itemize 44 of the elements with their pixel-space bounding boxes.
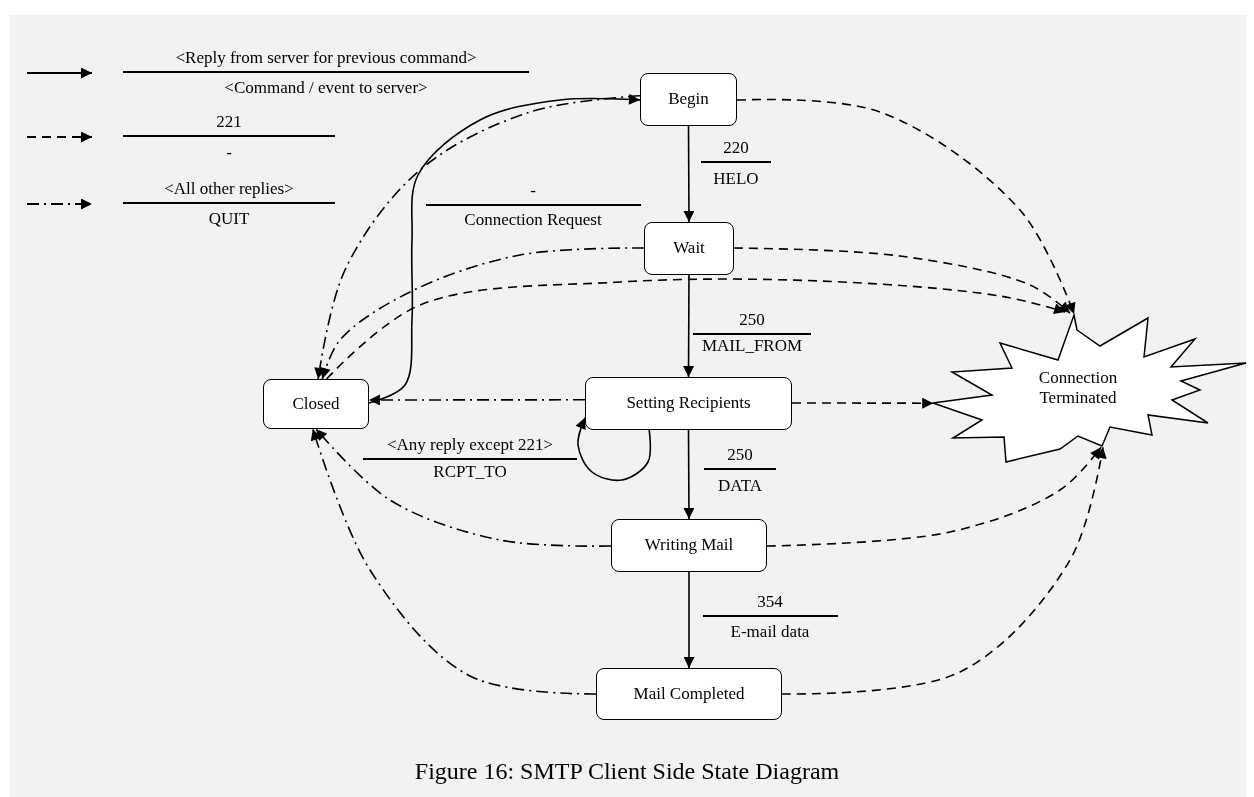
state-name: Mail Completed bbox=[633, 683, 745, 705]
action-label: RCPT_TO bbox=[432, 462, 508, 482]
edge-label: <Any reply except 221> bbox=[363, 435, 577, 460]
starburst-state bbox=[930, 312, 1248, 464]
self-loop-arrow bbox=[575, 417, 652, 482]
state-name: Begin bbox=[668, 89, 709, 110]
action-label: DATA bbox=[717, 476, 763, 496]
transition-arrow bbox=[736, 98, 1076, 315]
transition-arrow bbox=[683, 125, 695, 223]
state-box bbox=[611, 519, 767, 572]
transition-arrow bbox=[368, 93, 641, 404]
transition-arrow bbox=[766, 446, 1102, 547]
state-name: Closed bbox=[292, 393, 340, 415]
state-name: Writing Mail bbox=[644, 535, 734, 556]
action-label: MAIL_FROM bbox=[700, 336, 804, 356]
transition-arrow bbox=[683, 571, 695, 669]
transition-arrow bbox=[683, 274, 695, 378]
action-label: Connection Request bbox=[463, 210, 603, 230]
figure-caption: Figure 16: SMTP Client Side State Diagram bbox=[413, 758, 841, 785]
transition-arrow bbox=[368, 394, 586, 406]
transition-arrow bbox=[310, 428, 597, 695]
state-name: Setting Recipients bbox=[626, 393, 751, 414]
state-box bbox=[596, 668, 782, 720]
action-label: E-mail data bbox=[729, 622, 811, 642]
state-box bbox=[644, 222, 734, 275]
transition-arrow bbox=[791, 397, 934, 409]
legend-label: <All other replies> bbox=[123, 179, 335, 204]
transition-arrow bbox=[314, 95, 641, 380]
state-box bbox=[585, 377, 792, 430]
state-name: Wait bbox=[673, 238, 705, 259]
action-label: <Command / event to server> bbox=[223, 78, 429, 98]
state-box bbox=[263, 379, 369, 429]
transition-arrow bbox=[781, 446, 1107, 695]
transition-arrow bbox=[683, 429, 695, 520]
action-label: HELO bbox=[712, 169, 760, 189]
state-name: Connection Terminated bbox=[1037, 367, 1119, 409]
action-label: QUIT bbox=[207, 209, 251, 229]
transition-arrow bbox=[325, 278, 1066, 380]
transition-arrow bbox=[320, 247, 645, 380]
action-label: - bbox=[225, 143, 233, 163]
transition-arrow bbox=[733, 247, 1071, 314]
state-box bbox=[640, 73, 737, 126]
legend-label: <Reply from server for previous command> bbox=[123, 48, 529, 73]
transition-arrow bbox=[315, 428, 612, 547]
